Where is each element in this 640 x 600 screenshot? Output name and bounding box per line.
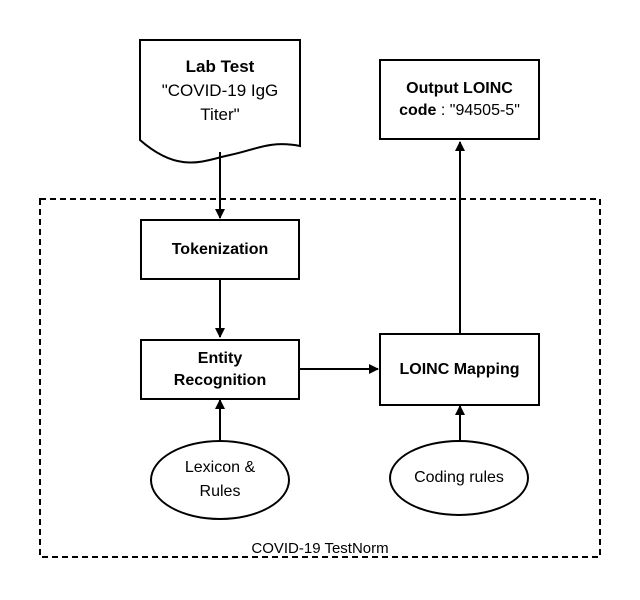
lexicon-rules-line1: Lexicon & xyxy=(184,459,256,476)
entity-recognition-line1: Entity xyxy=(197,349,243,367)
lexicon-rules-text: Lexicon & Rules xyxy=(185,456,255,504)
tokenization-box: Tokenization xyxy=(140,219,300,280)
loinc-mapping-box: LOINC Mapping xyxy=(379,333,540,406)
lab-test-name-line1: "COVID-19 IgG xyxy=(161,81,279,100)
lab-test-document: Lab Test "COVID-19 IgG Titer" xyxy=(140,55,300,127)
lab-test-title: Lab Test xyxy=(185,57,255,76)
loinc-mapping-label: LOINC Mapping xyxy=(399,360,520,378)
testnorm-container-label: COVID-19 TestNorm xyxy=(251,540,389,557)
lexicon-rules-line2: Rules xyxy=(199,483,241,500)
output-loinc-box: Output LOINC code : "94505-5" xyxy=(379,59,540,140)
tokenization-label: Tokenization xyxy=(171,240,269,258)
lexicon-rules-ellipse: Lexicon & Rules xyxy=(150,440,290,520)
lab-test-name-line2: Titer" xyxy=(200,105,240,124)
entity-recognition-box: Entity Recognition xyxy=(140,339,300,400)
lab-test-document-shape xyxy=(139,39,301,164)
output-code-label: code xyxy=(399,101,437,119)
testnorm-container xyxy=(39,198,601,558)
output-code-value: : "94505-5" xyxy=(436,101,520,119)
coding-rules-ellipse: Coding rules xyxy=(389,440,529,516)
output-loinc-line2: code : "94505-5" xyxy=(399,100,520,122)
coding-rules-label: Coding rules xyxy=(414,469,504,486)
output-loinc-line1: Output LOINC xyxy=(406,79,513,97)
entity-recognition-line2: Recognition xyxy=(173,371,267,389)
